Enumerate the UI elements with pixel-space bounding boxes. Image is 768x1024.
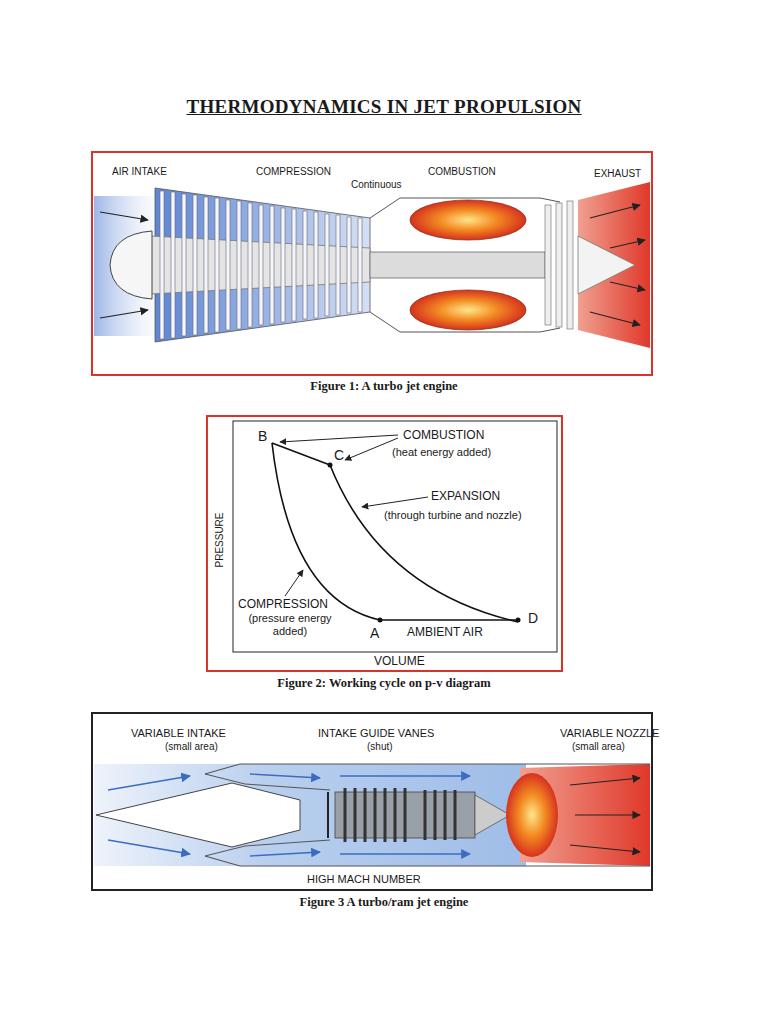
turbojet-illustration [92, 152, 652, 375]
part-label: (shut) [367, 741, 393, 753]
part-label: (small area) [165, 741, 218, 753]
annotation: EXPANSION [431, 490, 500, 504]
part-label: VARIABLE NOZZLE [560, 727, 659, 740]
part-label: Continuous [351, 179, 402, 191]
pv-diagram [207, 416, 562, 671]
figure-caption: Figure 1: A turbo jet engine [310, 379, 457, 393]
part-label: AIR INTAKE [112, 166, 167, 178]
part-label: COMBUSTION [428, 166, 496, 178]
figure-caption: Figure 3 A turbo/ram jet engine [300, 895, 469, 909]
part-label: (small area) [572, 741, 625, 753]
part-label: EXHAUST [594, 168, 641, 180]
figure-caption: Figure 2: Working cycle on p-v diagram [277, 676, 490, 690]
part-label: INTAKE GUIDE VANES [318, 727, 434, 740]
annotation: (through turbine and nozzle) [384, 509, 522, 522]
part-label: VARIABLE INTAKE [131, 727, 226, 740]
point-label: D [528, 610, 538, 626]
part-label: HIGH MACH NUMBER [307, 873, 421, 886]
annotation: (heat energy added) [392, 446, 491, 459]
part-label: COMPRESSION [256, 166, 331, 178]
axis-label: PRESSURE [214, 512, 226, 567]
page-title: THERMODYNAMICS IN JET PROPULSION [186, 96, 581, 118]
axis-label: VOLUME [374, 655, 425, 669]
point-label: B [258, 428, 267, 444]
turbo-ramjet-illustration [92, 713, 652, 890]
annotation: COMBUSTION [403, 429, 484, 443]
annotation: AMBIENT AIR [407, 626, 483, 640]
annotation: (pressure energy added) [238, 612, 342, 637]
annotation: COMPRESSION [238, 598, 328, 612]
point-label: C [334, 447, 344, 463]
point-label: A [370, 625, 379, 641]
